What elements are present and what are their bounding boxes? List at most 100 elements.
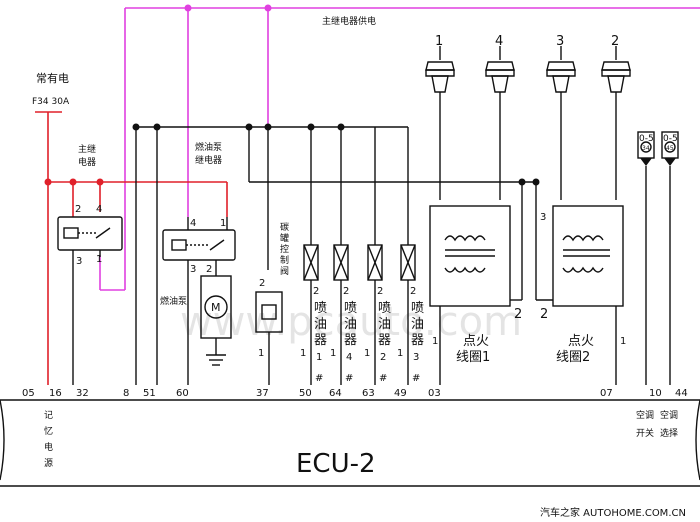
ac-select-label-2: 选择 [660,427,678,439]
injector-3-label-1: 喷 [411,301,424,316]
valve-label-1: 碳 [280,221,289,233]
main-relay-pin-c: 3 [76,256,82,267]
fuel-pump-relay-label-1: 燃油泵 [195,141,222,153]
fuel-pump-relay-label-2: 继电器 [195,154,222,166]
injector-1-mark: # [315,373,323,384]
spark-plug-1-label: 1 [435,34,443,49]
coil2-pin-a: 3 [540,212,546,223]
injector-2-label-3: 器 [378,333,391,348]
valve-label-2: 罐 [280,232,289,244]
coil2-pin-b: 2 [540,307,548,322]
main-relay-pin-d: 1 [96,254,102,265]
ac-select-range: 0-5 [663,134,678,144]
fuel-pump-label: 燃油泵 [160,295,187,307]
constant-power-label: 常有电 [36,71,69,85]
spark-plug-4 [485,46,515,200]
ignition-coil-1 [429,182,523,385]
ecu-pin-44: 44 [675,388,688,399]
injector-3 [400,244,416,385]
injector-3-pin: 2 [410,286,416,297]
valve-label-3: 控 [280,243,289,255]
main-relay-label-2: 电器 [78,156,96,168]
ac-switch-id: 34 [642,145,650,152]
ac-switch-range: 0-5 [639,134,654,144]
injector-2 [367,244,383,385]
injector-1-label-1: 喷 [314,301,327,316]
power-bus [132,123,540,385]
ecu-pin-07: 07 [600,388,613,399]
motor-symbol: M [211,301,221,314]
injector-4-mark: # [345,373,353,384]
fuel-pump-relay-pin-c: 3 [190,264,196,275]
ecu-pin-51: 51 [143,388,156,399]
ecu-pin-37: 37 [256,388,269,399]
main-relay [57,216,123,385]
injector-1-pin-bottom: 1 [300,348,306,359]
injector-1 [303,244,319,385]
injector-4-pin: 2 [343,286,349,297]
coil2-pin-c: 1 [620,336,626,347]
ecu-pin-8: 8 [123,388,129,399]
brand-footer: 汽车之家 AUTOHOME.COM.CN [540,506,686,519]
injector-4-label-4: 4 [346,352,352,363]
ecu-pin-64: 64 [329,388,342,399]
main-relay-supply-label: 主继电器供电 [322,15,376,27]
spark-plug-4-label: 4 [495,34,503,49]
main-relay-supply-wire [99,4,700,291]
canister-valve [255,291,283,385]
injector-2-label-4: 2 [380,352,386,363]
injector-3-label-3: 器 [411,333,424,348]
spark-plug-3-label: 3 [556,34,564,49]
injector-2-mark: # [379,373,387,384]
injector-1-label-3: 器 [314,333,327,348]
coil1-label-2: 线圈1 [456,350,490,365]
fuse-label: F34 30A [32,97,70,107]
coil1-pin-b: 2 [514,307,522,322]
ecu-pin-03: 03 [428,388,441,399]
constant-power-wire [35,111,228,385]
valve-pin-bottom: 1 [258,348,264,359]
ecu-pin-49: 49 [394,388,407,399]
fuel-pump-relay-pin-d: 2 [206,264,212,275]
main-relay-pin-b: 4 [96,204,102,215]
coil1-label-1: 点火 [463,334,489,349]
spark-plug-1 [425,46,455,200]
coil2-label-2: 线圈2 [556,350,590,365]
ac-select-id: 45 [666,145,674,152]
spark-plug-3 [546,46,576,200]
ac-select-badge [661,131,679,385]
injector-3-label-4: 3 [413,352,419,363]
ecu-pin-16: 16 [49,388,62,399]
injector-2-label-1: 喷 [378,301,391,316]
injector-1-label-4: 1 [316,352,322,363]
ecu-pin-05: 05 [22,388,35,399]
coil1-pin-a: 1 [432,336,438,347]
valve-label-5: 阀 [280,266,289,277]
ecu-pin-63: 63 [362,388,375,399]
ecu-pin-10: 10 [649,388,662,399]
injector-3-mark: # [412,373,420,384]
ac-switch-badge [637,131,655,385]
injector-4 [333,244,349,385]
ac-select-label-1: 空调 [660,409,678,421]
injector-4-pin-bottom: 1 [330,348,336,359]
injector-4-label-3: 器 [344,333,357,348]
memory-power-4: 源 [44,458,53,469]
spark-plug-2-label: 2 [611,34,619,49]
ecu-label: ECU-2 [296,449,376,479]
ecu-block [0,399,700,487]
injector-1-pin: 2 [313,286,319,297]
injector-4-label-2: 油 [344,317,357,332]
memory-power-3: 电 [44,441,53,453]
fuel-pump-relay-pin-b: 1 [220,218,226,229]
fuel-pump-relay-pin-a: 4 [190,218,196,229]
injector-4-label-1: 喷 [344,301,357,316]
injector-3-label-2: 油 [411,317,424,332]
coil2-label-1: 点火 [568,334,594,349]
ac-switch-label-1: 空调 [636,409,654,421]
injector-2-label-2: 油 [378,317,391,332]
main-relay-pin-a: 2 [75,204,81,215]
fuel-pump-motor [200,275,232,366]
